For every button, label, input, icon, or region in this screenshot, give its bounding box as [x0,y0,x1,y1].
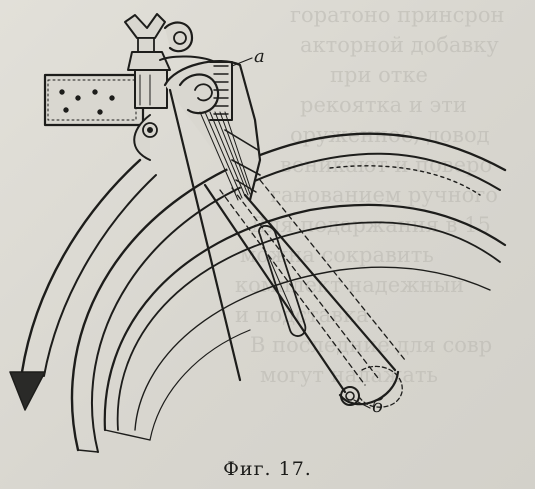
spring-coils [178,61,261,201]
bleed-line: при отке [330,63,428,87]
bleed-line: можна сокравить [240,243,434,267]
bleed-line: рекоятка и эти [300,93,467,117]
figure-caption: Фиг. 17. [223,458,312,480]
bleed-line: могут налажать [260,363,438,387]
bleed-line: веникают и поверо [280,153,493,177]
bleed-line: акторной добавку [300,33,499,57]
leader-a [231,57,253,67]
fork-crown [133,21,216,161]
bleed-line: ганованием ручного [270,183,498,207]
label-a: а [254,46,265,67]
bleed-line: горатоно принсрон [290,3,505,27]
wheel-rim [70,132,507,453]
fender-outer [9,158,157,411]
handlebar-bracket [43,73,145,127]
leader-b [353,399,371,409]
bleed-line: В последние для совр [250,333,493,357]
wing-nut [124,13,171,109]
label-b: б [372,396,383,417]
